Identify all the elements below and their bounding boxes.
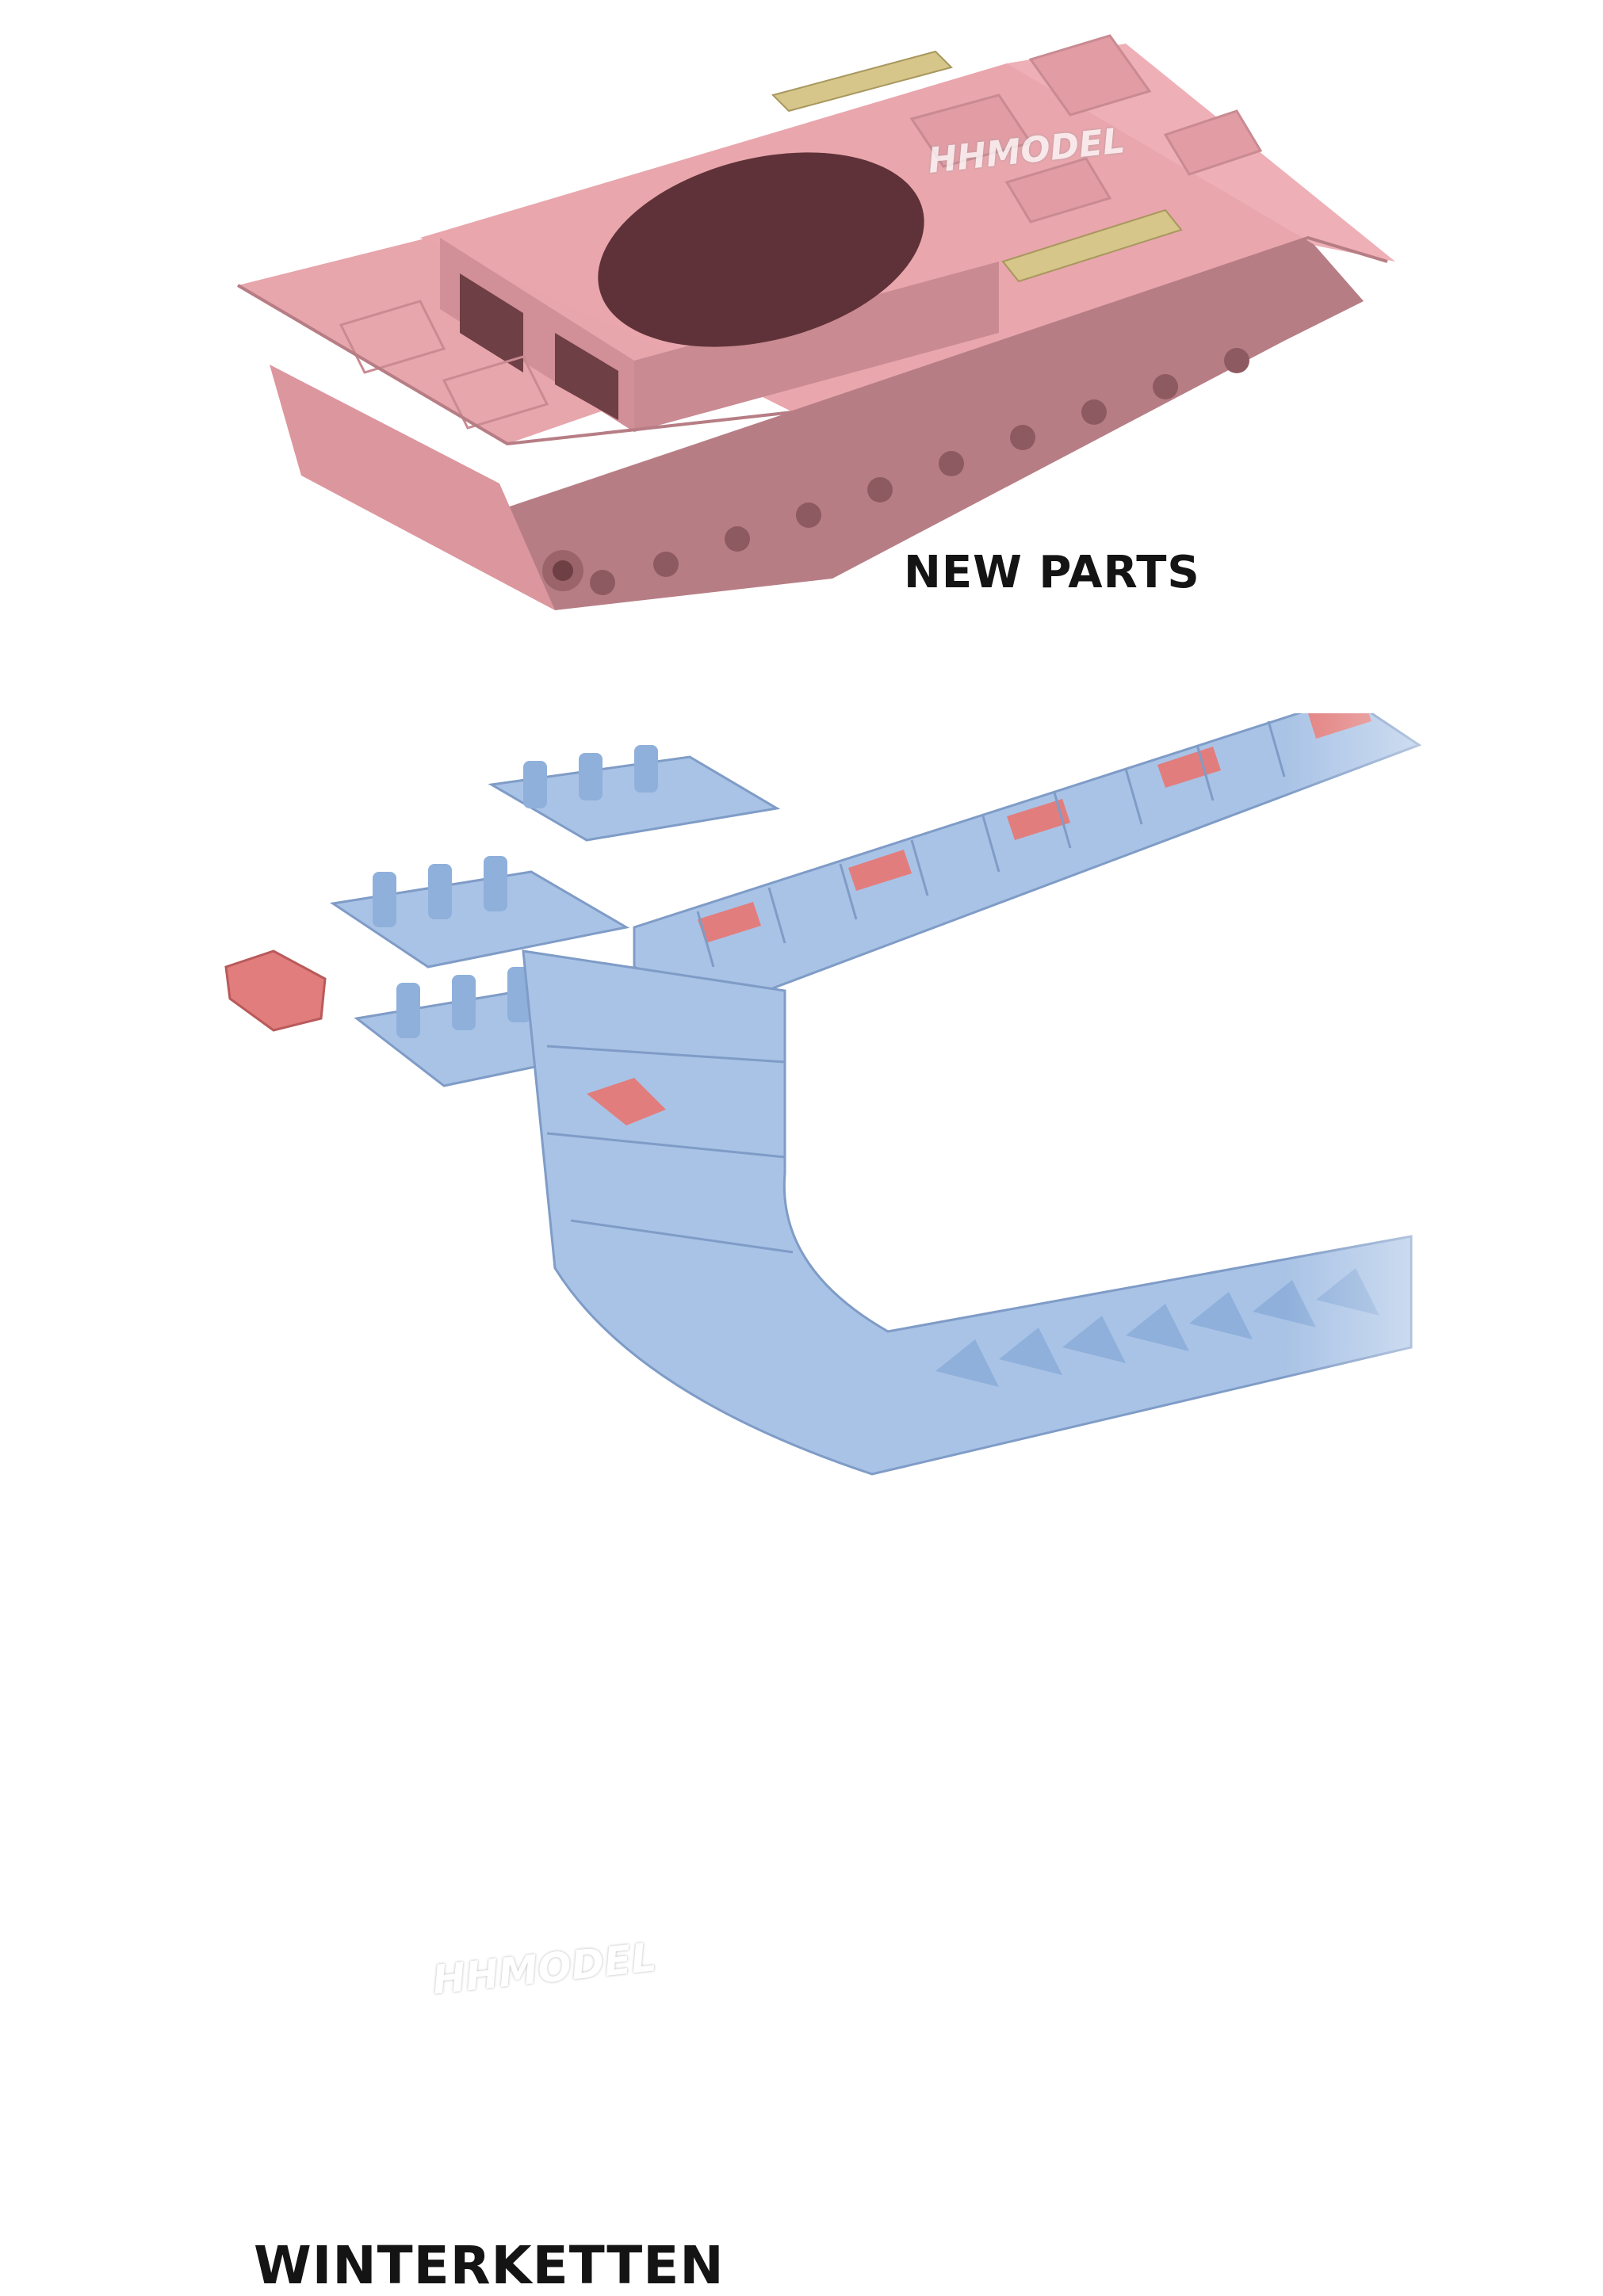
track-illustration: [224, 713, 1603, 1490]
hull-illustration: [236, 34, 1395, 610]
track-render-panel: WINTERKETTEN HHMODEL: [0, 713, 1603, 2296]
rear-deck-hatch-right: [442, 355, 549, 430]
fender-edge: [236, 235, 1388, 446]
caption-winterketten: WINTERKETTEN: [254, 2235, 725, 2296]
superstructure-opening-left: [460, 273, 523, 372]
deck-hatch-2: [909, 94, 1033, 168]
loose-track-link-1: [488, 745, 781, 842]
mesh-grille-top: [771, 50, 953, 113]
deck-hatch-1: [1028, 34, 1152, 117]
right-edge-fade: [1284, 713, 1603, 1490]
road-wheel-row: [590, 348, 1249, 595]
track-run-curved: [522, 949, 1413, 1476]
hull-render-panel: NEW PARTS HHMODEL: [0, 0, 1603, 634]
mesh-grille-bottom: [1001, 208, 1183, 283]
loose-ice-cleat: [224, 949, 327, 1032]
caption-new-parts: NEW PARTS: [904, 547, 1200, 598]
curved-run-ice-cleat: [587, 1078, 666, 1125]
turret-ring-opening: [598, 152, 924, 347]
superstructure-side-face: [634, 262, 999, 432]
watermark-logo: HHMODEL: [430, 1934, 659, 2004]
superstructure-opening-right: [555, 333, 618, 420]
hull-rear-plate: [270, 365, 555, 610]
curved-run-link-lines: [546, 1045, 794, 1254]
loose-track-link-2: [329, 856, 630, 968]
deck-hatch-4: [1163, 109, 1263, 176]
deck-hatch-3: [1004, 157, 1112, 223]
track-run-link-lines: [696, 720, 1286, 968]
hull-lower-side: [507, 238, 1364, 610]
